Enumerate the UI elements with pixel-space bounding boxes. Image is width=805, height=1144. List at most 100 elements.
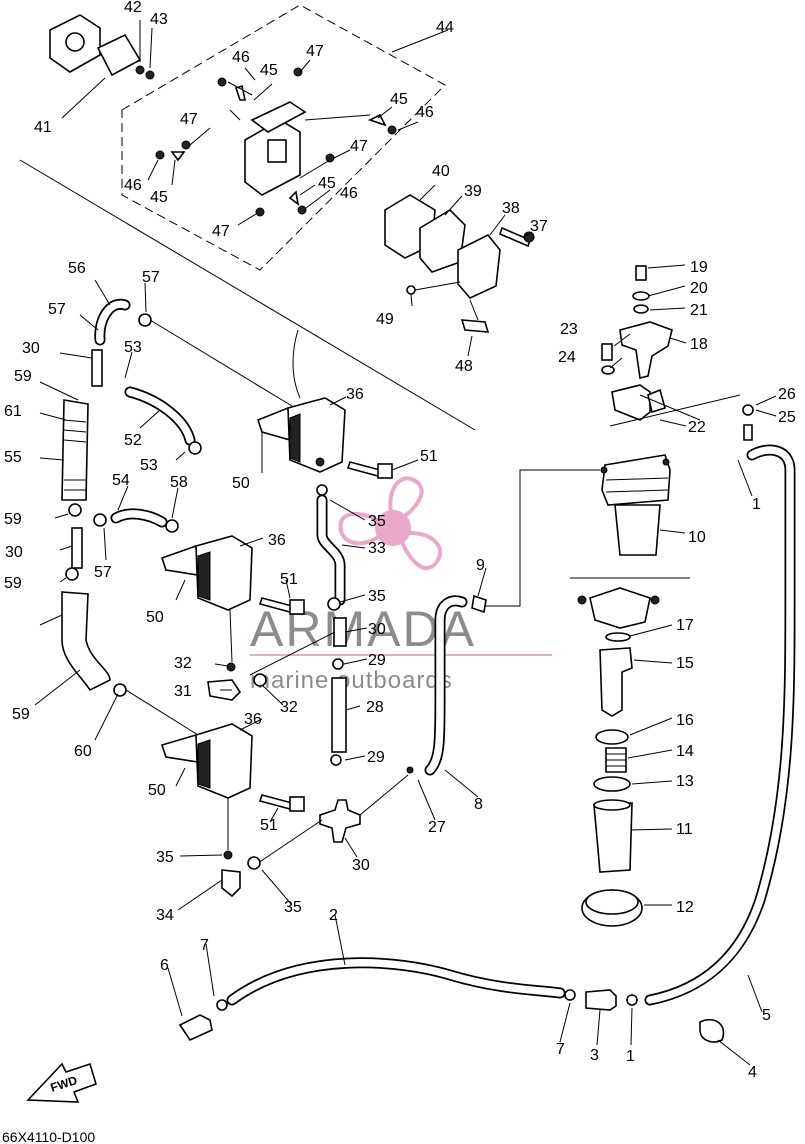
callout-label: 20 [690,280,708,297]
callout-label: 45 [390,91,408,108]
callout-label: 22 [688,419,706,436]
left-hose-assembly [61,298,293,736]
callout-label: 30 [352,857,370,874]
callout-label: 50 [232,475,250,492]
callout-label: 32 [280,699,298,716]
callout-label: 7 [200,937,209,954]
part-41-plate [49,14,155,80]
watermark-tagline: marine outboards [250,667,453,694]
callout-label: 44 [436,19,454,36]
callout-label: 47 [212,223,230,240]
callout-label: 52 [124,432,142,449]
callout-label: 17 [676,617,694,634]
callout-label: 57 [142,269,160,286]
callout-label: 59 [4,575,22,592]
callout-label: 15 [676,655,694,672]
callout-label: 45 [150,189,168,206]
callout-label: 58 [170,474,188,491]
callout-label: 46 [340,185,358,202]
callout-label: 28 [366,699,384,716]
callout-label: 36 [268,532,286,549]
callout-label: 35 [284,899,302,916]
connector-arrow [292,329,301,399]
callout-label: 56 [68,260,86,277]
callout-label: 19 [690,259,708,276]
callout-label: 10 [688,529,706,546]
callout-label: 35 [156,849,174,866]
callout-label: 30 [22,340,40,357]
parts-37-40-pump-cover [384,194,535,333]
callout-label: 12 [676,899,694,916]
callout-label: 1 [626,1048,635,1065]
part-36-fuel-pump-lower [160,723,305,898]
callout-label: 25 [778,409,796,426]
callout-label: 59 [4,511,22,528]
callout-label: 2 [329,907,338,924]
callout-label: 4 [748,1064,757,1081]
forward-direction-indicator: FWD [26,1062,97,1103]
callout-label: 35 [368,513,386,530]
callout-label: 5 [762,1007,771,1024]
callout-label: 57 [48,301,66,318]
callout-label: 40 [432,163,450,180]
callout-label: 50 [148,782,166,799]
callout-label: 53 [124,339,142,356]
callout-label: 46 [124,177,142,194]
callout-label: 59 [14,368,32,385]
callout-label: 1 [752,496,761,513]
callout-label: 37 [530,218,548,235]
callout-label: 46 [232,49,250,66]
callout-label: 30 [5,544,23,561]
callout-label: 29 [368,652,386,669]
dashed-group-outline-44 [121,4,446,271]
part-36-fuel-pump-upper [257,397,393,479]
callout-label: 43 [150,11,168,28]
callout-label: 16 [676,712,694,729]
main-fuel-hoses [178,444,796,1043]
callout-label: 3 [590,1047,599,1064]
callout-label: 31 [174,683,192,700]
callout-label: 36 [244,711,262,728]
callout-label: 50 [146,609,164,626]
callout-label: 6 [160,957,169,974]
callout-label: 46 [416,104,434,121]
callout-label: 21 [690,302,708,319]
callout-labels: 1 1 2 3 4 5 6 7 7 8 9 10 11 12 13 14 15 … [4,0,796,1081]
callout-label: 47 [180,111,198,128]
callout-label: 30 [368,621,386,638]
callout-label: 60 [74,743,92,760]
callout-label: 18 [690,336,708,353]
callout-label: 54 [112,472,130,489]
callout-label: 48 [455,358,473,375]
callout-label: 47 [350,138,368,155]
callout-label: 59 [12,706,30,723]
callout-label: 55 [4,449,22,466]
callout-label: 51 [280,571,298,588]
callout-label: 34 [156,907,174,924]
callout-label: 53 [140,457,158,474]
part-pump-body-upper [155,67,397,217]
callout-leader-lines [34,20,777,1066]
propeller-logo-icon [338,476,443,570]
callout-label: 41 [34,119,52,136]
callout-label: 7 [556,1041,565,1058]
diagram-code: 66X4110-D100 [2,1129,95,1144]
callout-label: 23 [560,321,578,338]
callout-label: 49 [376,311,394,328]
callout-label: 13 [676,773,694,790]
callout-label: 45 [260,62,278,79]
callout-label: 32 [174,655,192,672]
callout-label: 35 [368,588,386,605]
callout-label: 51 [260,817,278,834]
callout-label: 61 [4,403,22,420]
callout-label: 57 [94,564,112,581]
callout-label: 29 [367,749,385,766]
callout-label: 36 [346,386,364,403]
callout-label: 51 [420,448,438,465]
callout-label: 9 [476,557,485,574]
callout-label: 27 [428,819,446,836]
callout-label: 14 [676,743,694,760]
callout-label: 26 [778,386,796,403]
callout-label: 38 [502,200,520,217]
